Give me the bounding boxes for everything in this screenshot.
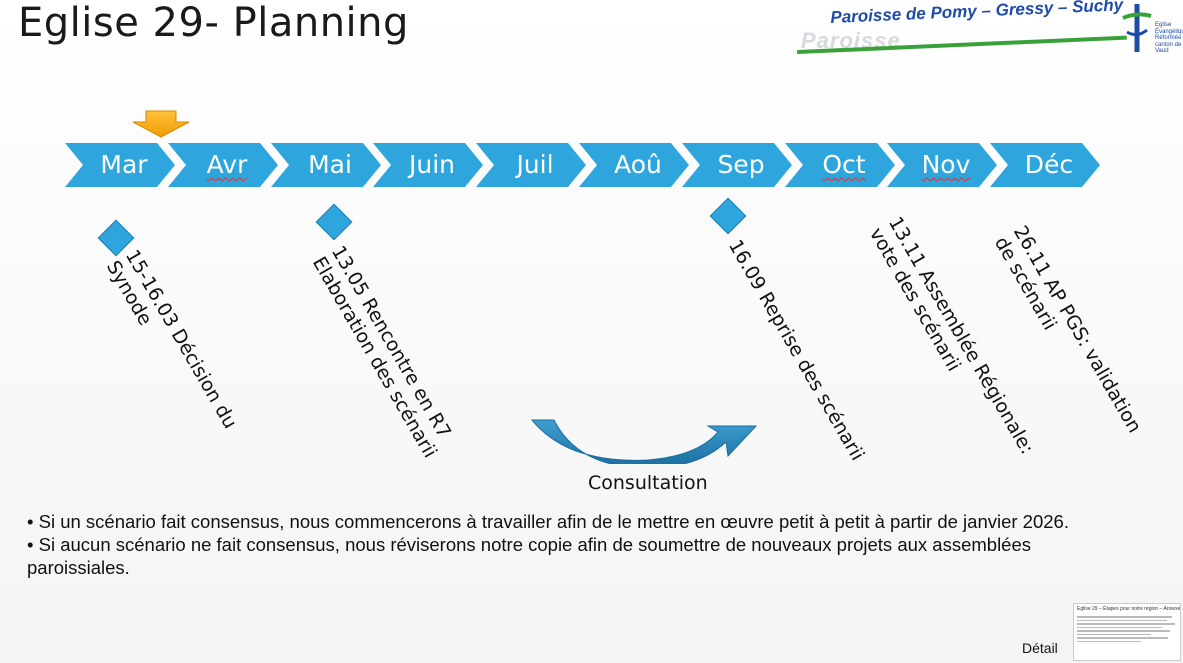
month-label: Juin: [408, 150, 455, 179]
chevron-shape: [476, 143, 586, 187]
chevron-shape: [682, 143, 792, 187]
event-marker-mai: [315, 203, 353, 241]
logo-church-name: Eglise Évangélique Réformée du canton de…: [1155, 22, 1183, 54]
eerv-cross-icon: [1122, 4, 1152, 52]
parish-logo: Paroisse Paroisse de Pomy – Gressy – Suc…: [795, 0, 1183, 72]
month-chevron-8: Nov: [887, 143, 997, 187]
chevron-shape: [168, 143, 278, 187]
month-chevron-3: Juin: [373, 143, 483, 187]
month-label: Aoû: [614, 150, 662, 179]
chevron-shape: [579, 143, 689, 187]
outcome-bullets: • Si un scénario fait consensus, nous co…: [27, 510, 1137, 579]
current-month-marker-icon: [132, 110, 190, 138]
thumbnail-title: Eglise 29 – Étapes pour notre région – A…: [1077, 606, 1181, 612]
event-reprise-scenarii: 16.09 Reprise des scénarii: [723, 236, 869, 465]
detail-thumbnail[interactable]: Eglise 29 – Étapes pour notre région – A…: [1073, 603, 1181, 661]
event-synode: 15-16.03 Décision du Synode: [101, 246, 242, 433]
month-chevron-2: Mai: [271, 143, 381, 187]
event-rencontre-r7: 13.05 Rencontre en R7 Elaboration des sc…: [307, 242, 456, 462]
logo-parish-name: Paroisse de Pomy – Gressy – Suchy: [830, 0, 1124, 27]
month-chevron-1: Avr: [168, 143, 278, 187]
month-label: Mar: [100, 150, 148, 179]
slide-title: Eglise 29- Planning: [18, 0, 409, 46]
month-label: Nov: [921, 150, 971, 179]
chevron-shape: [373, 143, 483, 187]
consultation-label: Consultation: [588, 472, 708, 494]
month-label: Avr: [206, 150, 248, 179]
month-label: Déc: [1024, 150, 1074, 179]
event-marker-sep: [709, 197, 747, 235]
month-label: Mai: [308, 150, 352, 179]
chevron-shape: [990, 143, 1100, 187]
bullet-no-consensus: • Si aucun scénario ne fait consensus, n…: [27, 534, 1032, 578]
chevron-shape: [65, 143, 175, 187]
chevron-shape: [271, 143, 381, 187]
month-chevron-6: Sep: [682, 143, 792, 187]
month-label: Juil: [516, 150, 554, 179]
month-label: Oct: [822, 150, 866, 179]
chevron-shape: [785, 143, 895, 187]
month-chevron-7: Oct: [785, 143, 895, 187]
chevron-shape: [887, 143, 997, 187]
month-chevron-0: Mar: [65, 143, 175, 187]
bullet-consensus: • Si un scénario fait consensus, nous co…: [27, 511, 1069, 532]
month-label: Sep: [717, 150, 765, 179]
consultation-curved-arrow-icon: [530, 419, 758, 464]
detail-label: Détail: [1022, 640, 1058, 656]
month-chevron-5: Aoû: [579, 143, 689, 187]
month-chevron-9: Déc: [990, 143, 1100, 187]
month-chevron-4: Juil: [476, 143, 586, 187]
